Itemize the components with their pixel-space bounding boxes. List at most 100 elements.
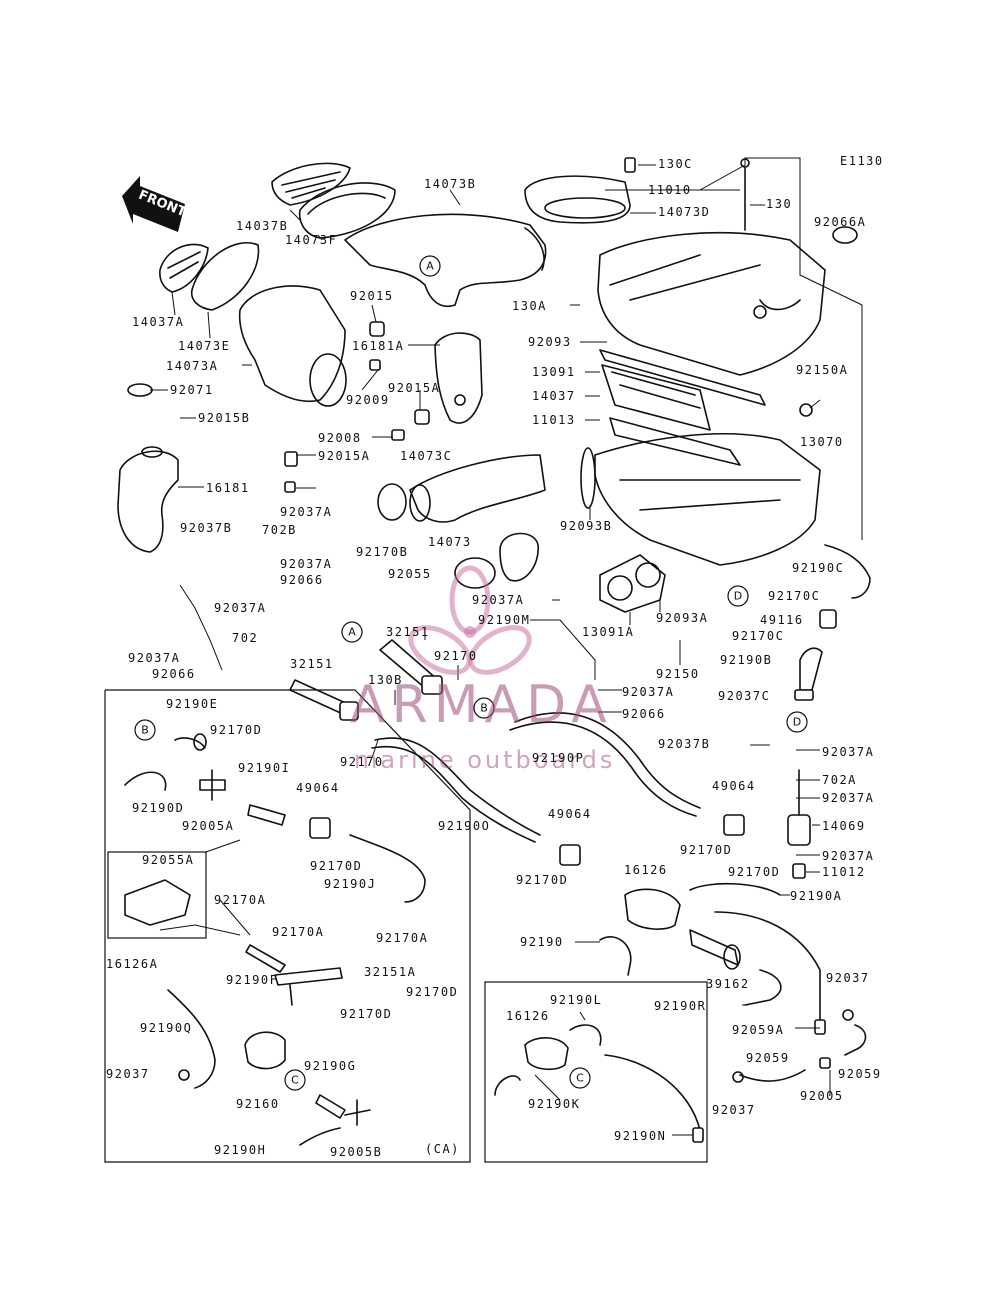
part-label: 92190P <box>532 751 584 765</box>
part-label: 92059A <box>732 1023 784 1037</box>
part-label: 14073A <box>166 359 218 373</box>
part-label: 49064 <box>712 779 756 793</box>
part-label: 130B <box>368 673 403 687</box>
ref-d-2: D <box>793 716 801 729</box>
part-label: 14037 <box>532 389 576 403</box>
part-label: 92037A <box>214 601 266 615</box>
part-label: 92008 <box>318 431 362 445</box>
part-label: 92170A <box>272 925 324 939</box>
part-label: 92170A <box>376 931 428 945</box>
ref-circles: A A B B C C D D <box>134 255 808 1091</box>
part-label: 92190K <box>528 1097 580 1111</box>
inset-ca <box>104 689 471 1163</box>
part-label: 92037 <box>106 1067 150 1081</box>
part-label: 92190D <box>132 801 184 815</box>
part-label: 92037C <box>718 689 770 703</box>
propeller-icon <box>408 565 532 675</box>
part-label: 92170 <box>434 649 478 663</box>
part-label: 702A <box>822 773 857 787</box>
part-label: 14073D <box>658 205 710 219</box>
ref-b-1: B <box>480 702 488 715</box>
part-label: 92190Q <box>140 1021 192 1035</box>
part-label: 92170 <box>340 755 384 769</box>
part-label: 92170D <box>406 985 458 999</box>
watermark-tagline: marine outboards <box>354 746 615 774</box>
part-label: 92190R <box>654 999 706 1013</box>
ref-d-1: D <box>734 590 742 603</box>
part-label: 32151A <box>364 965 416 979</box>
part-label: 92037B <box>658 737 710 751</box>
part-label: 16126 <box>624 863 668 877</box>
inset-right <box>484 981 708 1163</box>
part-label: 92037A <box>280 505 332 519</box>
part-label: 49064 <box>548 807 592 821</box>
watermark-brand: ARMADA <box>350 675 613 735</box>
part-label: 92170D <box>516 873 568 887</box>
part-label: 130C <box>658 157 693 171</box>
part-label: 92037A <box>822 791 874 805</box>
part-label: 92190A <box>790 889 842 903</box>
part-label: 92150A <box>796 363 848 377</box>
part-label: 14037A <box>132 315 184 329</box>
ref-a-1: A <box>426 260 434 273</box>
part-label: 14073F <box>285 233 337 247</box>
part-label: 92150 <box>656 667 700 681</box>
part-label: 32151 <box>386 625 430 639</box>
part-label: 92160 <box>236 1097 280 1111</box>
part-label: 14073 <box>428 535 472 549</box>
part-label: 49116 <box>760 613 804 627</box>
part-label: 92037A <box>822 849 874 863</box>
part-label: 11010 <box>648 183 692 197</box>
part-label: 92190I <box>238 761 290 775</box>
part-label: 92037A <box>622 685 674 699</box>
part-label: 14073C <box>400 449 452 463</box>
part-label: 14069 <box>822 819 866 833</box>
ref-c-1: C <box>291 1074 299 1087</box>
part-label: 11012 <box>822 865 866 879</box>
part-label: 92037A <box>280 557 332 571</box>
part-label: 92170B <box>356 545 408 559</box>
part-label: 92037A <box>128 651 180 665</box>
ref-b-2: B <box>141 724 149 737</box>
part-label: 14037B <box>236 219 288 233</box>
part-label: 92190L <box>550 993 602 1007</box>
leader-lines <box>150 157 863 1136</box>
part-labels: 130C 11010 130 14073D 14073B 14037B 1407… <box>106 157 882 1159</box>
part-label: 92015A <box>388 381 440 395</box>
part-label: 16126A <box>106 957 158 971</box>
part-label: 92170D <box>310 859 362 873</box>
part-label: 92170C <box>732 629 784 643</box>
part-label: 92093 <box>528 335 572 349</box>
part-label: 13070 <box>800 435 844 449</box>
part-label: 14073E <box>178 339 230 353</box>
part-label: 32151 <box>290 657 334 671</box>
part-label: 92059 <box>838 1067 882 1081</box>
part-label: 92170D <box>210 723 262 737</box>
part-label: 702B <box>262 523 297 537</box>
part-label: 130 <box>766 197 792 211</box>
part-label: 92190 <box>520 935 564 949</box>
part-label: 92066 <box>280 573 324 587</box>
region-label: (CA) <box>425 1142 460 1156</box>
part-label: 16181 <box>206 481 250 495</box>
part-label: 92066 <box>622 707 666 721</box>
part-label: 92190B <box>720 653 772 667</box>
part-illustrations <box>117 157 871 1083</box>
part-label: 92055A <box>142 853 194 867</box>
part-label: 92015 <box>350 289 394 303</box>
front-arrow-icon: FRONT <box>122 176 188 232</box>
part-label: 14073B <box>424 177 476 191</box>
part-label: 92037 <box>826 971 870 985</box>
part-label: 92071 <box>170 383 214 397</box>
part-label: 92005A <box>182 819 234 833</box>
ref-c-2: C <box>576 1072 584 1085</box>
part-label: 92059 <box>746 1051 790 1065</box>
part-label: 92093A <box>656 611 708 625</box>
part-label: 130A <box>512 299 547 313</box>
part-label: 16126 <box>506 1009 550 1023</box>
part-label: 11013 <box>532 413 576 427</box>
part-label: 92190C <box>792 561 844 575</box>
part-label: 92066 <box>152 667 196 681</box>
part-label: 92037A <box>472 593 524 607</box>
